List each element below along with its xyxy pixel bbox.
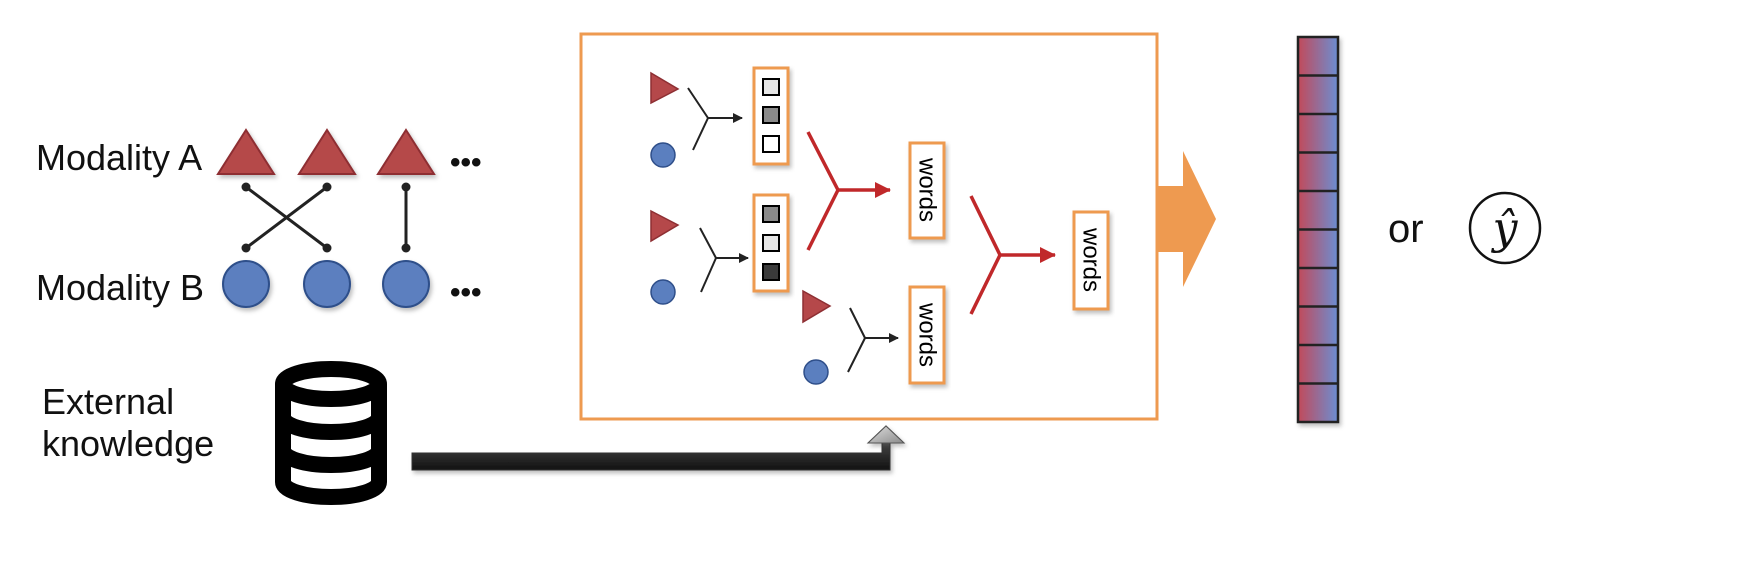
fusion-connector-3 xyxy=(847,307,899,373)
modality-a-triangle-1 xyxy=(216,128,276,175)
fusion-arrow-2 xyxy=(969,195,1056,315)
external-knowledge-label-line2: knowledge xyxy=(42,423,214,464)
prediction-y-hat: ŷ xyxy=(1491,203,1519,254)
fusion-box xyxy=(579,32,1159,421)
output-arrow xyxy=(1157,151,1216,287)
fusion-triangle-2 xyxy=(650,209,680,243)
words-label-1: words xyxy=(914,157,941,222)
fusion-connector-1 xyxy=(687,87,743,151)
modality-connections xyxy=(245,185,408,250)
fusion-circle-3 xyxy=(803,359,829,385)
prediction-circle xyxy=(1468,191,1542,265)
modality-a-triangle-2 xyxy=(297,128,357,175)
modality-b-label: Modality B xyxy=(36,267,204,308)
words-box-1: words xyxy=(908,141,946,240)
words-label-3: words xyxy=(1078,227,1105,292)
fusion-circle-2 xyxy=(650,279,676,305)
words-box-3: words xyxy=(1072,210,1110,311)
fusion-circle-1 xyxy=(650,142,676,168)
words-label-2: words xyxy=(914,302,941,367)
feature-stack-1 xyxy=(752,66,790,166)
feature-stack-2 xyxy=(752,193,790,293)
fusion-arrow-1 xyxy=(806,131,891,251)
modality-a-ellipsis: ••• xyxy=(450,146,482,179)
modality-b-ellipsis: ••• xyxy=(450,276,482,309)
fusion-connector-2 xyxy=(699,227,749,293)
knowledge-arrow xyxy=(411,425,906,471)
or-label: or xyxy=(1388,207,1424,251)
database-icon xyxy=(275,361,387,505)
external-knowledge-label-line1: External xyxy=(42,381,174,422)
fusion-triangle-1 xyxy=(650,71,680,105)
modality-b-circle-1 xyxy=(222,260,270,308)
modality-b-circle-3 xyxy=(382,260,430,308)
output-vector xyxy=(1296,35,1340,424)
words-box-2: words xyxy=(908,285,946,385)
fusion-triangle-3 xyxy=(802,289,832,324)
modality-b-circle-2 xyxy=(303,260,351,308)
modality-a-label: Modality A xyxy=(36,137,202,178)
modality-a-triangle-3 xyxy=(376,128,436,175)
connection-dots xyxy=(241,182,411,253)
